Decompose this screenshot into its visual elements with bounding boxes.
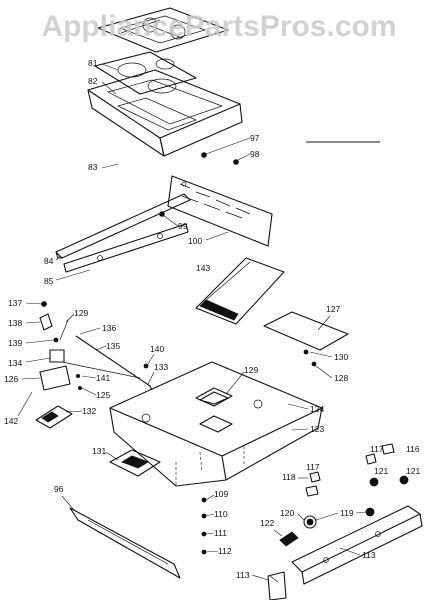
label-119: 122 [260,518,274,528]
burner-box [109,361,323,487]
label-121b: 121 [406,466,420,476]
callouts: 81 82 83 97 98 99 100 84 85 143 127 137 … [4,58,420,581]
label-82: 82 [88,76,98,86]
label-112: 112 [218,546,232,556]
burner-plate [94,51,197,95]
label-143: 143 [196,263,210,273]
label-110: 110 [214,509,228,519]
label-128: 129 [244,365,258,375]
floor-bracket [267,571,287,600]
control-panel [167,175,273,247]
screw-column [201,497,207,555]
label-132: 132 [82,406,96,416]
label-140: 134 [8,358,22,368]
label-130: 133 [154,362,168,372]
label-133: 125 [96,390,110,400]
screws-top [159,152,239,217]
burner-bracket [109,449,161,477]
label-122: 113 [362,550,376,560]
label-120: 120 [280,508,294,518]
label-134: 141 [96,373,110,383]
label-129a: 129 [74,308,88,318]
label-123: 123 [310,424,324,434]
label-138: 138 [8,318,22,328]
label-96: 96 [54,484,64,494]
label-139: 139 [8,338,22,348]
label-85: 85 [44,276,54,286]
label-137: 137 [8,298,22,308]
label-98: 98 [250,149,260,159]
right-hardware [279,443,409,547]
valve-assembly [39,301,141,391]
label-121c: 119 [340,508,354,518]
label-135: 135 [106,341,120,351]
grate [97,7,229,53]
label-141: 126 [4,374,18,384]
label-97: 97 [250,133,260,143]
label-113: 113 [236,570,250,580]
label-118: 118 [282,472,296,482]
manual-booklet [195,257,285,325]
cooktop-panel [87,69,243,157]
label-109: 109 [214,489,228,499]
front-rail [291,505,423,585]
gas-tube [75,335,153,391]
label-84: 84 [44,256,54,266]
label-127: 127 [326,304,340,314]
label-121a: 121 [374,466,388,476]
label-99: 99 [178,221,188,231]
label-83: 83 [88,162,98,172]
label-129b: 140 [150,344,164,354]
label-117b: 117 [306,462,320,472]
label-142: 142 [4,416,18,426]
label-116: 116 [406,444,420,454]
label-100: 100 [188,236,202,246]
label-81: 81 [88,58,98,68]
manifold-bracket [55,193,191,273]
label-131: 131 [92,446,106,456]
insulation-sheet [263,311,349,351]
label-124: 124 [310,404,324,414]
kick-plate [69,507,181,579]
label-111: 111 [214,528,227,538]
label-125: 128 [334,373,348,383]
label-136: 136 [102,323,116,333]
label-126: 130 [334,352,348,362]
label-117a: 117 [370,444,384,454]
igniter [35,405,73,429]
burner [195,387,233,433]
